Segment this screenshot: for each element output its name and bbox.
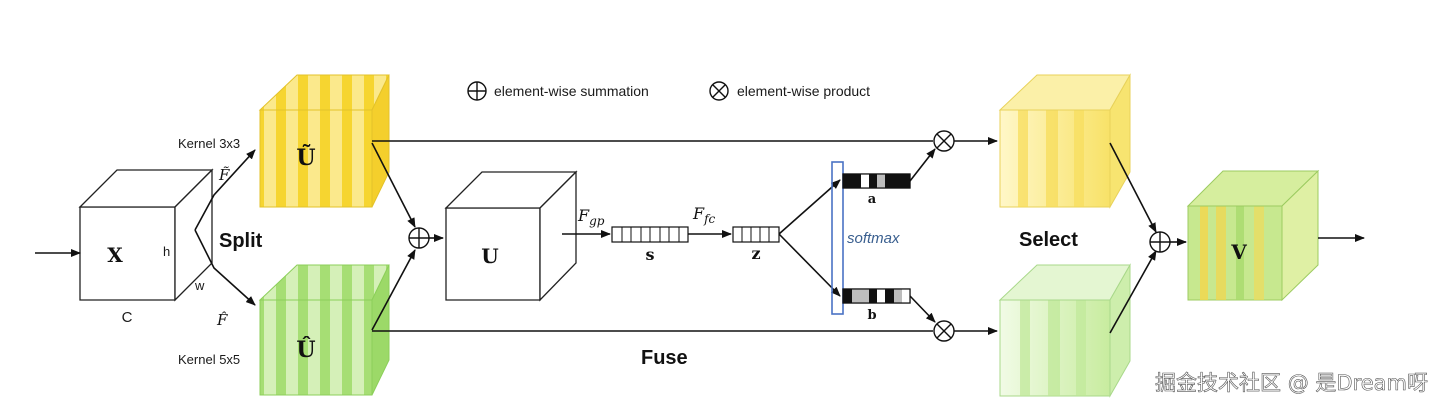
output-cube-v: V: [1186, 169, 1320, 302]
sum-legend-label: element-wise summation: [494, 83, 649, 99]
x-c-label: C: [122, 309, 133, 326]
z-vector: [732, 226, 780, 243]
sum-legend-icon: [467, 81, 487, 101]
fuse-label: Fuse: [641, 347, 688, 369]
f-tilde-label: F̃: [218, 166, 230, 184]
x-h-label: h: [163, 244, 170, 259]
selected-green-cube: [998, 263, 1131, 398]
softmax-box: [831, 161, 844, 315]
cube-u: U: [444, 170, 578, 302]
a-vector: [842, 173, 911, 189]
watermark: 掘金技术社区 @ 是Dream呀: [1155, 371, 1428, 395]
select-label: Select: [1019, 229, 1078, 251]
f-gp-label: Fgp: [577, 206, 605, 228]
a-to-product-edge: [909, 148, 936, 182]
green-to-final-sum-edge: [1109, 250, 1157, 334]
split-edge-bottom: [194, 229, 256, 306]
u-hat-label: Û: [296, 336, 315, 363]
input-cube-x: X h w C: [78, 168, 214, 326]
z-to-b-edge: [778, 233, 841, 297]
cube-u-hat: Û: [258, 264, 390, 396]
s-label: s: [645, 245, 654, 264]
product-legend-label: element-wise product: [737, 83, 870, 99]
bottom-product-icon: [933, 320, 955, 342]
u-label: U: [481, 244, 498, 268]
product-legend-icon: [709, 81, 729, 101]
split-edge-top: [194, 149, 256, 231]
x-label: X: [107, 243, 123, 267]
f-hat-label: F̂: [216, 311, 228, 329]
legend: element-wise summation element-wise prod…: [467, 81, 870, 101]
kernel-3x3-label: Kernel 3x3: [178, 136, 240, 151]
s-vector: [611, 226, 689, 243]
final-sum-icon: [1149, 231, 1171, 253]
z-label: z: [751, 244, 760, 263]
cube-u-tilde: Ũ: [258, 74, 390, 208]
z-to-a-edge: [778, 179, 841, 235]
f-fc-label: Ffc: [692, 204, 716, 226]
softmax-label: softmax: [847, 230, 900, 247]
kernel-5x5-label: Kernel 5x5: [178, 352, 240, 367]
u-hat-to-sum-edge: [371, 249, 416, 331]
a-label: a: [868, 192, 877, 207]
b-label: b: [867, 308, 876, 323]
u-tilde-to-sum-edge: [371, 142, 416, 228]
b-to-product-edge: [909, 295, 936, 323]
split-label: Split: [219, 230, 263, 252]
u-tilde-label: Ũ: [296, 144, 315, 171]
yellow-to-final-sum-edge: [1109, 142, 1157, 233]
x-w-label: w: [194, 278, 205, 293]
b-vector: [842, 288, 911, 304]
top-product-icon: [933, 130, 955, 152]
fuse-sum-icon: [408, 227, 430, 249]
selected-yellow-cube: [998, 73, 1131, 209]
v-label: V: [1230, 240, 1247, 264]
svg-text:Fgp: Fgp: [577, 206, 605, 228]
